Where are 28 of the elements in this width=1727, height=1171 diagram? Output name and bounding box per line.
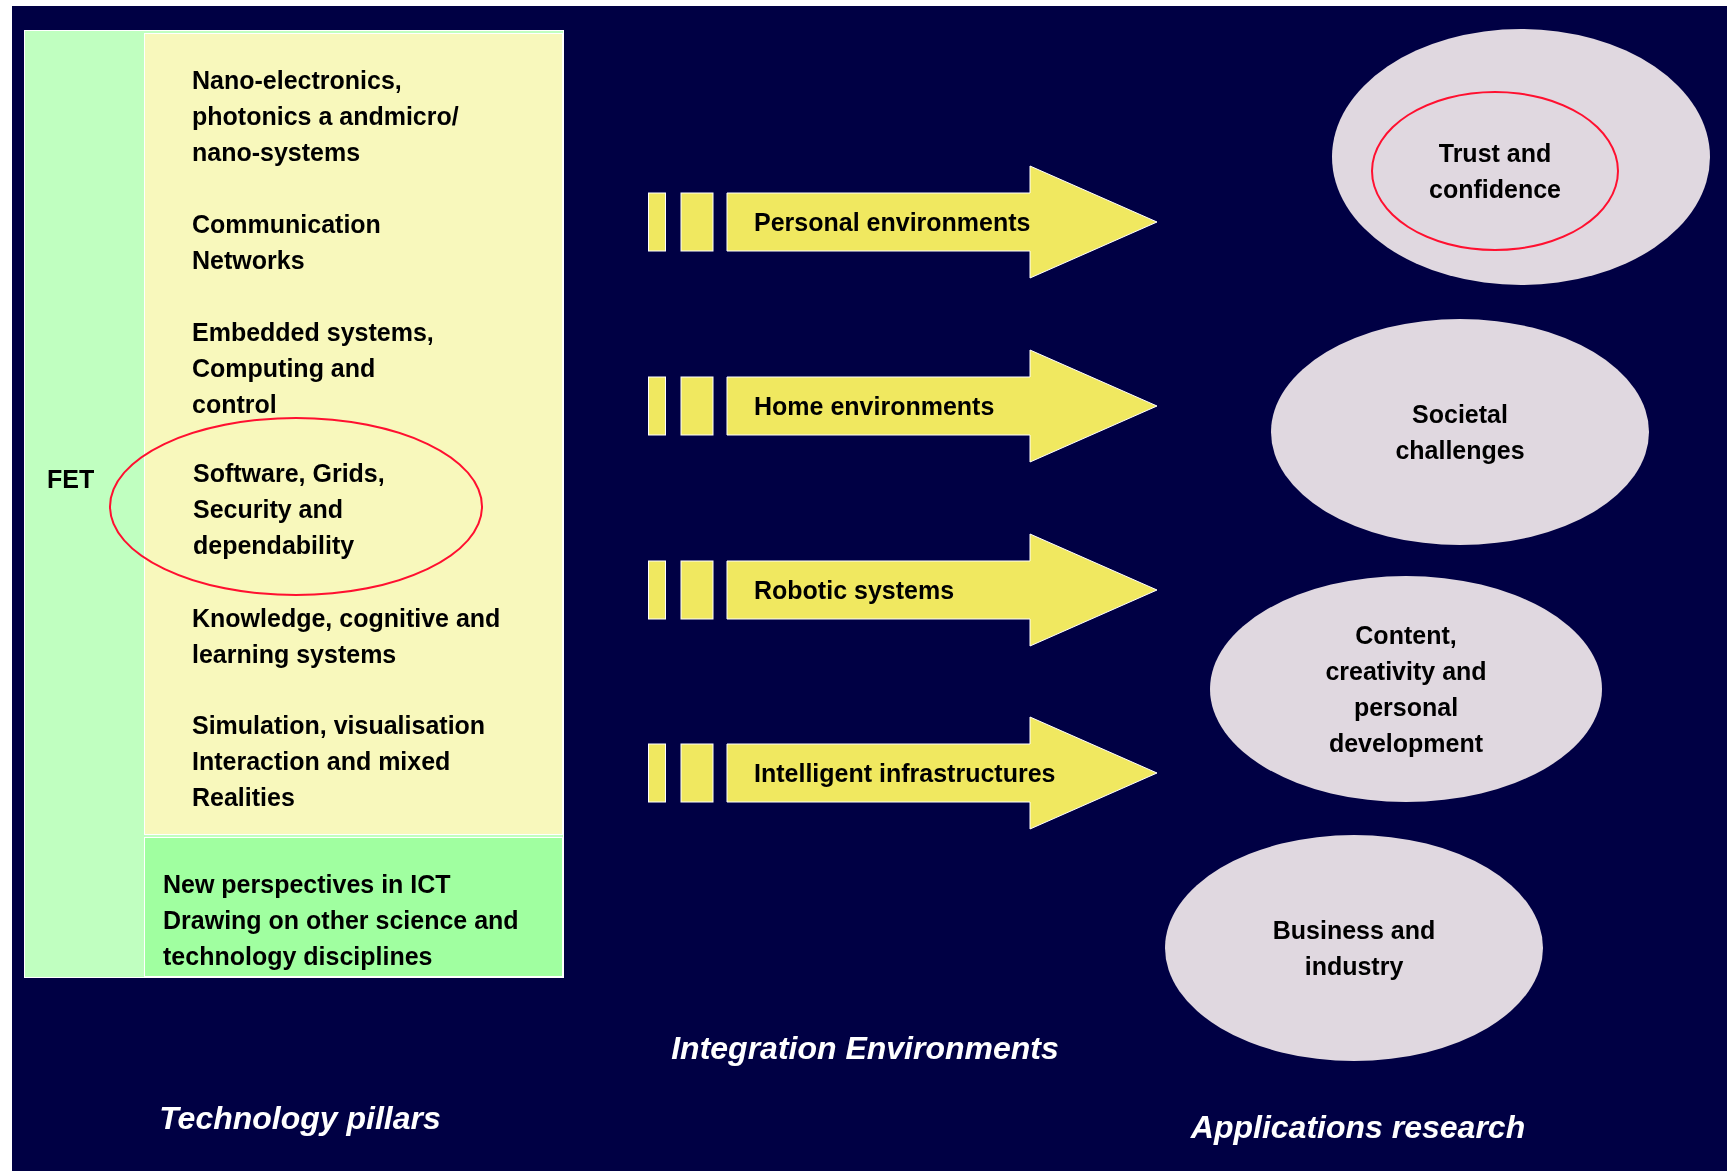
node-label: Content, creativity and personal development xyxy=(1324,620,1488,759)
block-arrow xyxy=(648,716,1158,830)
node-label: Nano-electronics, photonics a andmicro/ nano-systems xyxy=(192,65,460,168)
node-label: Knowledge, cognitive and learning systems xyxy=(192,603,502,670)
node-label: Embedded systems, Computing and control xyxy=(192,317,435,420)
highlight-ellipse xyxy=(1371,91,1619,251)
block-arrow xyxy=(648,533,1158,647)
list-panel xyxy=(144,33,563,835)
block-arrow xyxy=(648,349,1158,463)
node-label: Intelligent infrastructures xyxy=(754,758,1056,789)
panel xyxy=(144,837,563,977)
node-label: Business and industry xyxy=(1271,915,1437,982)
node-label: Personal environments xyxy=(754,207,1031,238)
node-label: New perspectives in ICT Drawing on other science and technology disciplines xyxy=(163,869,520,972)
node-label: FET xyxy=(47,464,96,495)
section-caption: Applications research xyxy=(1190,1109,1526,1146)
node-label: Societal challenges xyxy=(1394,399,1526,466)
node-label: Robotic systems xyxy=(754,575,955,606)
node-label: Software, Grids, Security and dependability xyxy=(193,458,386,561)
node-label: Simulation, visualisation Interaction and mixed Realities xyxy=(192,710,487,813)
section-caption: Technology pillars xyxy=(159,1100,441,1137)
block-arrow xyxy=(648,165,1158,279)
node-label: Communication Networks xyxy=(192,209,382,276)
highlight-ellipse xyxy=(109,417,483,596)
node-label: Trust and confidence xyxy=(1428,138,1562,205)
section-caption: Integration Environments xyxy=(671,1030,1059,1067)
node-label: Home environments xyxy=(754,391,995,422)
column-panel xyxy=(24,30,564,978)
